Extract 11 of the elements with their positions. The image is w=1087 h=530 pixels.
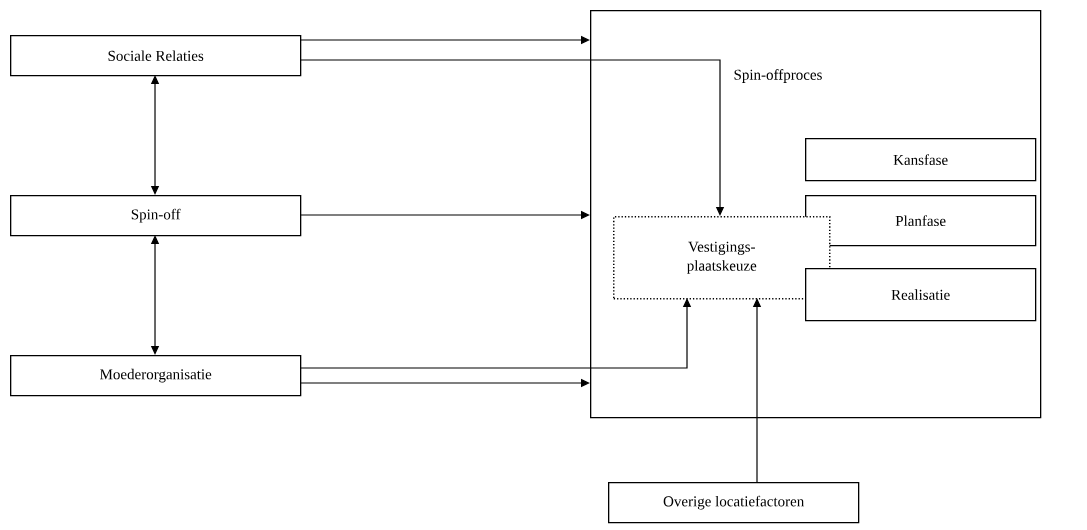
- process-box: Overige locatiefactoren: [608, 482, 860, 524]
- process-box: Spin-off: [10, 195, 302, 237]
- process-box: Moederorganisatie: [10, 355, 302, 397]
- arrow: [150, 235, 160, 355]
- process-box: Kansfase: [805, 138, 1037, 182]
- process-box: Realisatie: [805, 268, 1037, 322]
- arrow: [150, 75, 160, 195]
- arrow: [299, 59, 725, 216]
- process-box: Planfase: [805, 195, 1037, 247]
- process-box: Sociale Relaties: [10, 35, 302, 77]
- process-box: Vestigings- plaatskeuze: [613, 216, 831, 300]
